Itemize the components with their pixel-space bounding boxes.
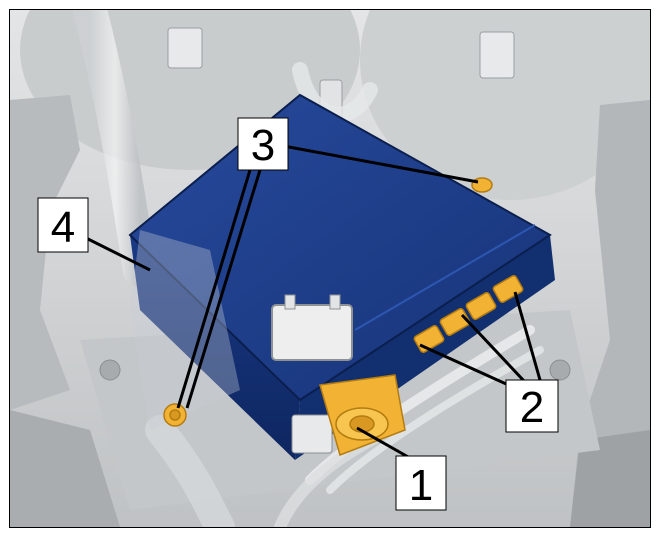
callout-4-label: 4 — [51, 203, 75, 252]
callout-3-label: 3 — [251, 121, 275, 170]
callout-3: 3 — [237, 117, 289, 171]
control-unit-diagram: 1 2 3 4 — [10, 10, 650, 527]
white-connector — [271, 294, 353, 454]
diagram-frame: 1 2 3 4 — [9, 9, 651, 528]
leader-lines — [79, 143, 542, 460]
callout-2-label: 2 — [520, 383, 544, 432]
orange-connectors — [163, 177, 524, 456]
callout-2: 2 — [505, 379, 559, 433]
callout-1-label: 1 — [409, 461, 433, 510]
callout-1: 1 — [395, 455, 447, 511]
callout-4: 4 — [37, 197, 89, 253]
